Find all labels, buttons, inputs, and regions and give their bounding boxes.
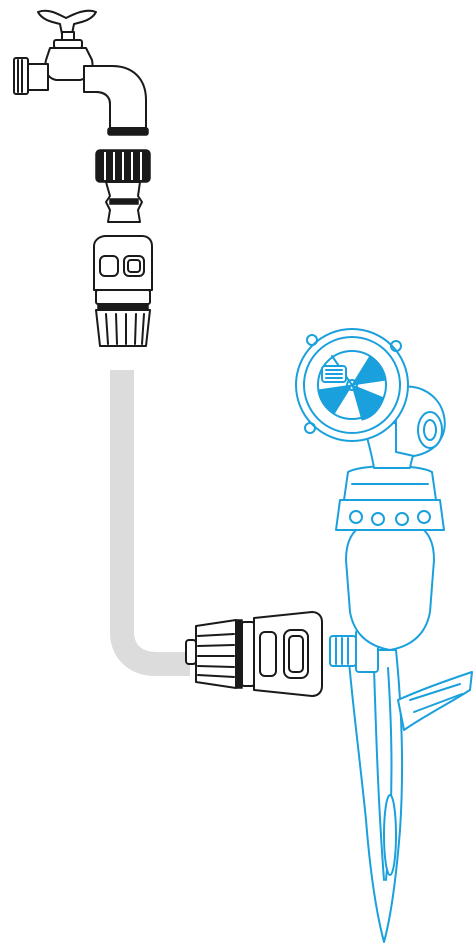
tap-icon <box>14 11 148 135</box>
hose-icon <box>122 370 190 664</box>
quick-connector-icon-upper <box>94 236 152 346</box>
threaded-adaptor-icon <box>96 150 150 222</box>
quick-connector-icon-lower <box>186 612 322 696</box>
